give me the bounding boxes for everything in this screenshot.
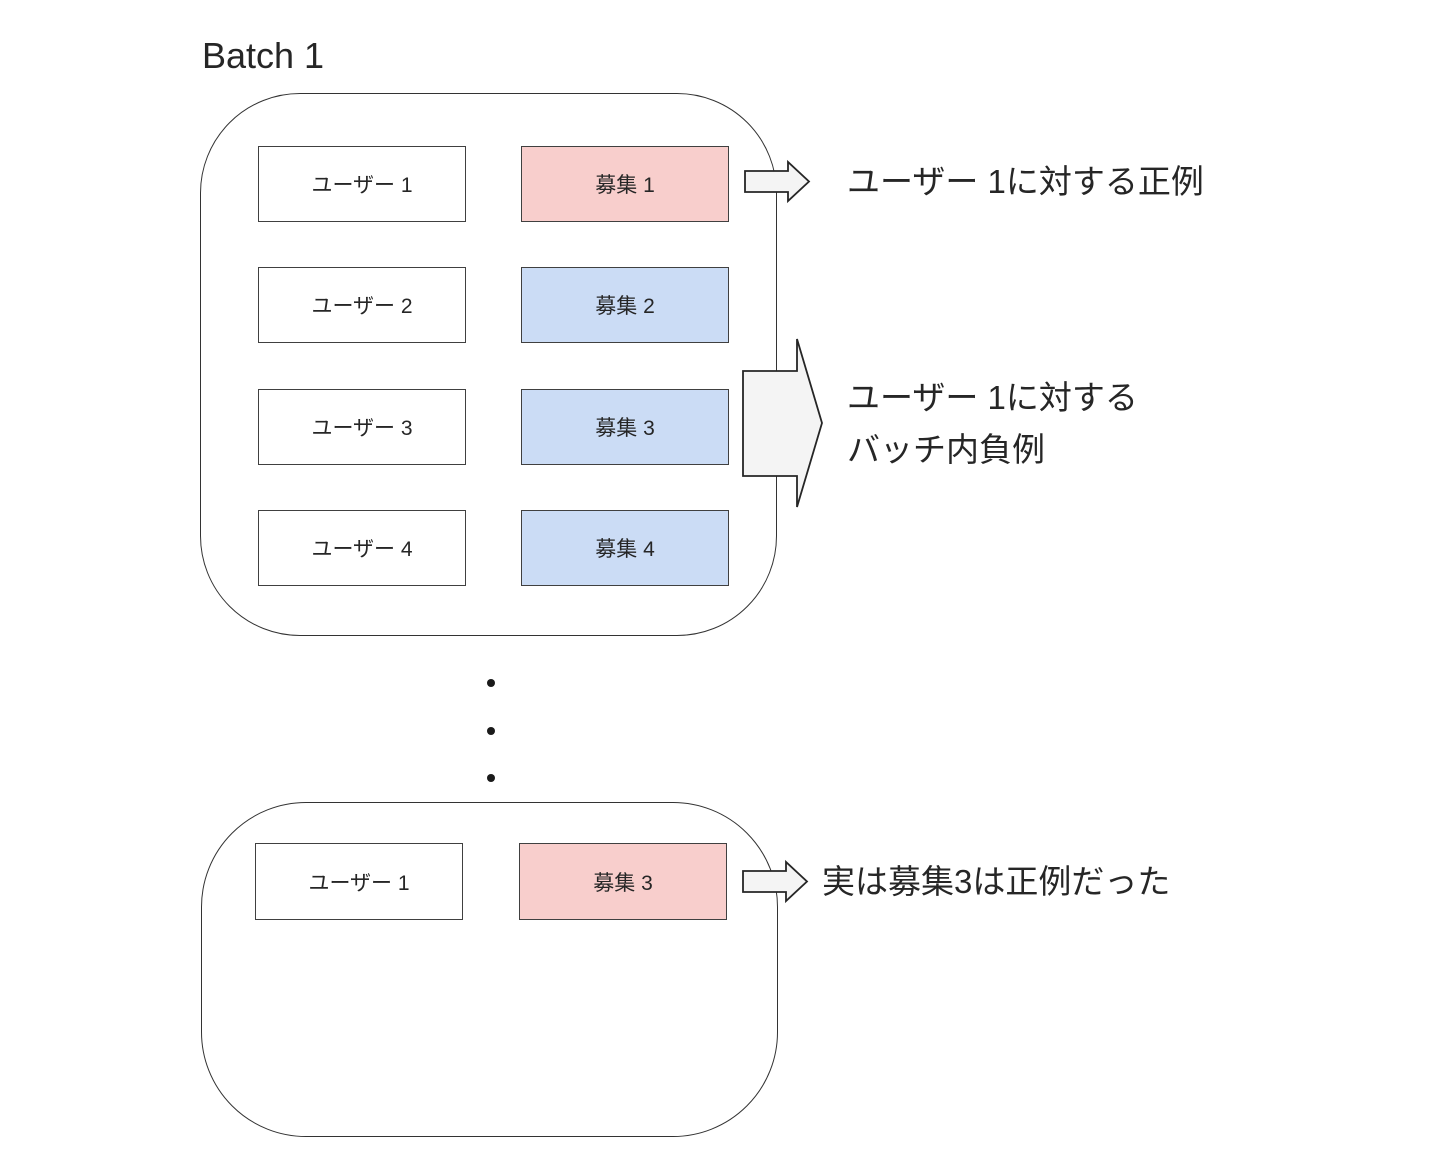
user-box-1-label: ユーザー 1 (311, 174, 413, 197)
final-user-box-1: ユーザー 1 (255, 843, 463, 920)
in-batch-negative-annotation: ユーザー 1に対する バッチ内負例 (847, 372, 1138, 476)
item-box-4-negative: 募集 4 (521, 510, 729, 586)
item-box-4-label: 募集 4 (595, 538, 655, 561)
item-box-1-positive: 募集 1 (521, 146, 729, 222)
user-box-4-label: ユーザー 4 (311, 538, 413, 561)
item-box-1-label: 募集 1 (595, 174, 655, 197)
in-batch-negative-annotation-line2: バッチ内負例 (847, 431, 1045, 468)
item-box-2-label: 募集 2 (595, 295, 655, 318)
user-box-1: ユーザー 1 (258, 146, 466, 222)
user-box-3-label: ユーザー 3 (311, 417, 413, 440)
user-box-3: ユーザー 3 (258, 389, 466, 465)
final-item-box-3-positive: 募集 3 (519, 843, 727, 920)
user-box-4: ユーザー 4 (258, 510, 466, 586)
revealed-positive-annotation: 実は募集3は正例だった (822, 863, 1171, 900)
final-item-box-3-label: 募集 3 (593, 871, 653, 895)
batch-title: Batch 1 (202, 35, 325, 76)
user-box-2-label: ユーザー 2 (311, 295, 413, 318)
ellipsis-dot (487, 727, 495, 735)
positive-annotation: ユーザー 1に対する正例 (847, 163, 1204, 200)
item-box-3-label: 募集 3 (595, 417, 655, 440)
item-box-2-negative: 募集 2 (521, 267, 729, 343)
item-box-3-negative: 募集 3 (521, 389, 729, 465)
final-user-box-1-label: ユーザー 1 (308, 871, 410, 895)
ellipsis-dot (487, 774, 495, 782)
revealed-positive-arrow-icon (742, 859, 809, 904)
user-box-2: ユーザー 2 (258, 267, 466, 343)
positive-arrow-icon (744, 159, 811, 204)
ellipsis-dot (487, 679, 495, 687)
in-batch-negative-annotation-line1: ユーザー 1に対する (847, 379, 1138, 416)
ellipsis-dots (487, 679, 495, 782)
in-batch-negative-arrow-icon (742, 338, 823, 508)
